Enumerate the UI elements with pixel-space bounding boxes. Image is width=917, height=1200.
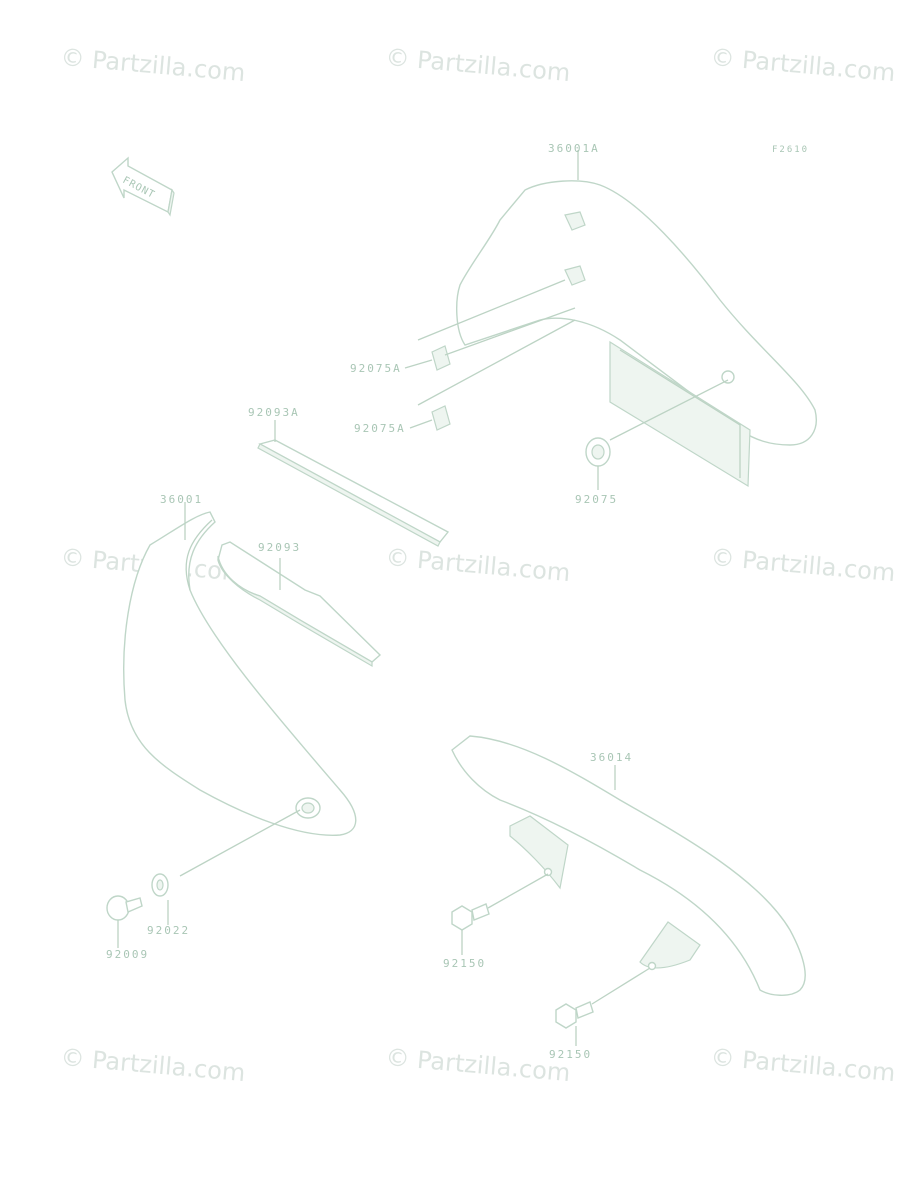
part-36001A-cover[interactable] [456,180,817,488]
watermark: © Partzilla.com [59,43,246,87]
label-92093A: 92093A [248,406,300,419]
part-92093-strip[interactable] [217,541,382,668]
part-92150-bolt-bottom[interactable] [555,1001,594,1029]
label-92075A-top: 92075A [350,362,402,375]
part-92075A-clip-bottom[interactable] [431,405,451,431]
label-92150-bottom: 92150 [549,1048,592,1061]
label-36001: 36001 [160,493,203,506]
watermark: © Partzilla.com [384,43,571,87]
front-arrow-icon: FRONT [111,156,175,217]
label-92075: 92075 [575,493,618,506]
part-92075-grommet[interactable] [585,437,611,467]
leader-lines [117,150,729,1046]
watermark: © Partzilla.com [709,43,896,87]
label-36014: 36014 [590,751,633,764]
watermark: © Partzilla.com [709,543,896,587]
label-92009: 92009 [106,948,149,961]
part-92075A-clip-top[interactable] [431,345,451,371]
label-92093: 92093 [258,541,301,554]
watermark: © Partzilla.com [384,1043,571,1087]
part-92093A-strip[interactable] [257,439,450,547]
label-36001A: 36001A [548,142,600,155]
watermark: © Partzilla.com [59,1043,246,1087]
part-36014-chain-guard[interactable] [451,735,806,996]
part-labels: 36001A 92075A 92075A 92093A 92075 36001 … [106,142,633,1061]
watermark: © Partzilla.com [709,1043,896,1087]
part-36001-cover[interactable] [123,511,357,836]
part-92150-bolt-top[interactable] [451,903,490,931]
figure-code: F2610 [772,145,809,155]
label-92075A-bottom: 92075A [354,422,406,435]
label-92150-top: 92150 [443,957,486,970]
label-92022: 92022 [147,924,190,937]
part-92009-bolt[interactable] [106,895,143,921]
part-92022-washer[interactable] [151,873,169,897]
watermark: © Partzilla.com [384,543,571,587]
